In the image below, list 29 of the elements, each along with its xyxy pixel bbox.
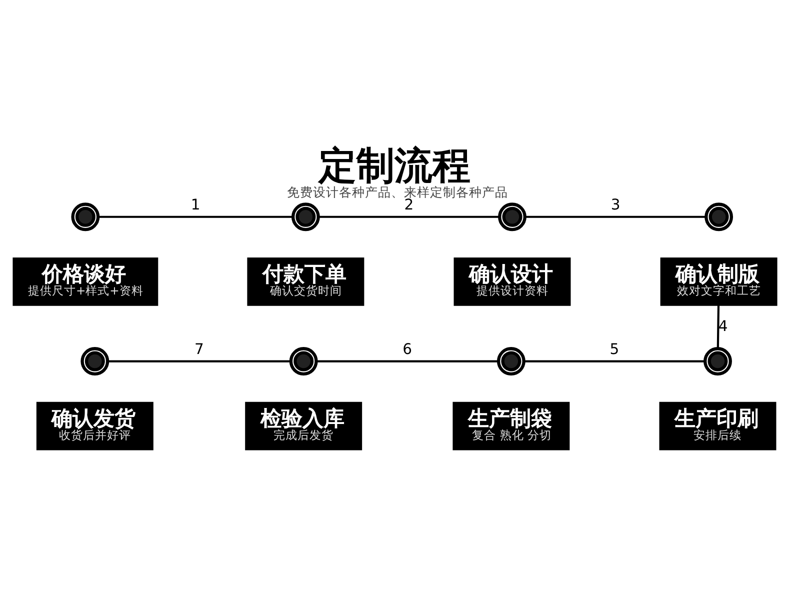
node-box: 生产印刷 安排后续 xyxy=(659,401,776,450)
connector xyxy=(98,215,293,218)
connector xyxy=(108,360,291,362)
node-box: 确认设计 提供设计资料 xyxy=(454,256,571,306)
node-box: 生产制袋 复合 熟化 分切 xyxy=(452,401,570,450)
node-circle xyxy=(71,202,100,231)
node-circle xyxy=(291,202,320,231)
connector xyxy=(524,360,705,362)
edge-label: 5 xyxy=(610,340,620,358)
edge-label: 4 xyxy=(718,317,728,334)
edge-label: 6 xyxy=(402,340,412,358)
connector xyxy=(318,215,500,218)
edge-label: 3 xyxy=(610,196,620,214)
node-circle xyxy=(289,346,318,375)
edge-label: 1 xyxy=(190,196,200,214)
node-box: 付款下单 确认交货时间 xyxy=(247,256,364,306)
node-box: 价格谈好 提供尺寸+样式+资料 xyxy=(12,256,158,306)
node-box: 确认发货 收货后并好评 xyxy=(36,401,154,450)
node-circle xyxy=(704,346,732,375)
connector xyxy=(716,305,720,348)
node-circle xyxy=(80,346,110,375)
node-box: 检验入库 完成后发货 xyxy=(245,401,362,450)
node-circle xyxy=(704,202,734,231)
node-box: 确认制版 效对文字和工艺 xyxy=(660,256,778,306)
edge-label: 7 xyxy=(194,340,204,358)
node-circle xyxy=(498,202,526,231)
connector xyxy=(316,360,498,362)
connector xyxy=(525,215,706,218)
node-circle xyxy=(496,346,526,375)
